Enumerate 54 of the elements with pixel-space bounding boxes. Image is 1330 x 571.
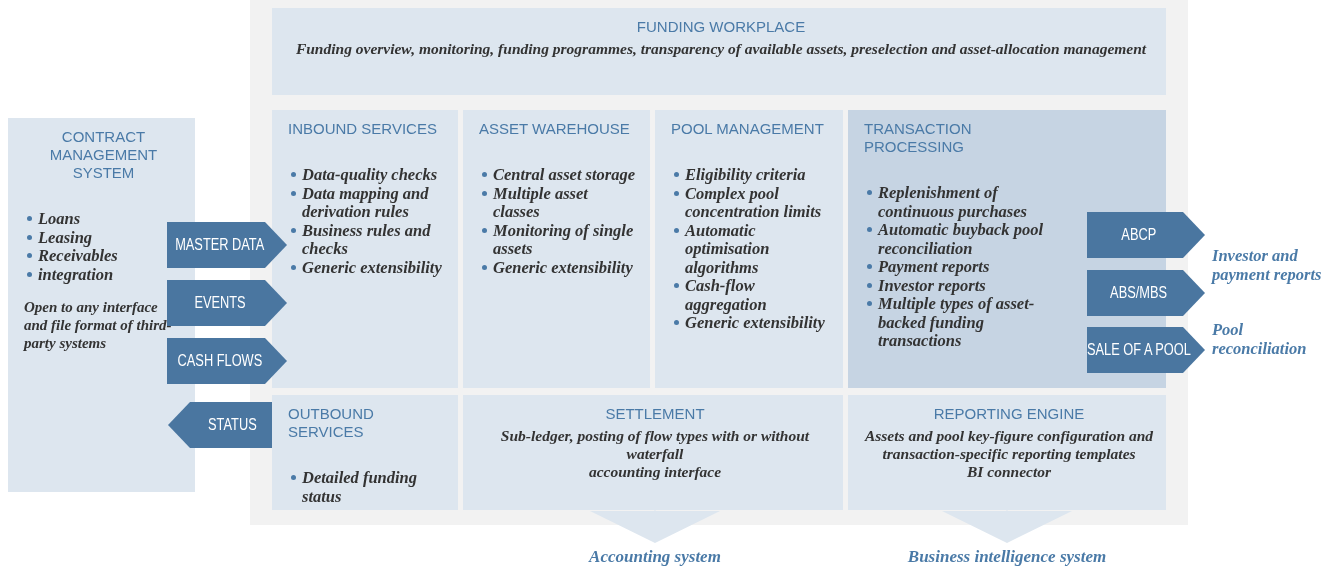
bullet-item: Monitoring of single assets — [479, 221, 638, 259]
module-heading: OUTBOUND SERVICES — [288, 405, 375, 441]
bullet-item: Investor reports — [864, 276, 986, 295]
bullet-item: Multiple types of asset-backed funding transactions — [864, 295, 1066, 351]
arrow-tag-label: STATUS — [207, 416, 257, 434]
arrow-tag-label: EVENTS — [194, 294, 246, 312]
arrow-tag-label: SALE OF A POOL — [1087, 341, 1191, 359]
module-heading: POOL MANAGEMENT — [671, 120, 824, 138]
bullet-item: Detailed funding status — [288, 469, 446, 506]
bullet-item: Central asset storage — [479, 166, 636, 185]
module-box — [463, 110, 650, 388]
note-text: Open to any interface and file format of third-party systems — [24, 298, 173, 352]
module-heading: SETTLEMENT — [605, 405, 705, 423]
bullet-item: integration — [24, 265, 114, 284]
bullet-item: Automatic buyback pool reconciliation — [864, 221, 1066, 258]
output-label: Investor and payment reports — [1212, 246, 1323, 284]
module-heading: FUNDING WORKPLACE — [636, 18, 806, 36]
bullet-item: Loans — [24, 210, 81, 229]
bullet-item: Complex pool concentration limits — [671, 184, 831, 222]
module-box — [272, 395, 458, 510]
bullet-item: Cash-flow aggregation — [671, 277, 831, 314]
bullet-item: Data mapping and derivation rules — [288, 184, 446, 222]
bullet-item: Generic extensibility — [479, 258, 633, 277]
bullet-item: Replenishment of continuous purchases — [864, 184, 1066, 221]
module-box — [655, 110, 843, 388]
bullet-item: Business rules and checks — [288, 221, 446, 259]
bullet-item: Generic extensibility — [671, 314, 825, 333]
bullet-item: Leasing — [24, 228, 93, 247]
description-text: Assets and pool key-figure configuration and transaction-specific reporting templates — [864, 427, 1154, 463]
description-text: accounting interface — [588, 463, 722, 481]
description-text: Funding overview, monitoring, funding programmes, transparency of available assets, preselection and asset-allocation management — [295, 40, 1147, 58]
bullet-item: Automatic optimisation algorithms — [671, 221, 831, 277]
down-arrow — [590, 509, 720, 543]
module-heading: ASSET WAREHOUSE — [479, 120, 630, 138]
arrow-tag-label: ABCP — [1121, 226, 1157, 244]
module-heading: INBOUND SERVICES — [288, 120, 437, 138]
output-label: Pool reconciliation — [1212, 320, 1308, 358]
module-heading: CONTRACT MANAGEMENT SYSTEM — [48, 128, 159, 182]
module-heading: REPORTING ENGINE — [933, 405, 1085, 423]
system-label: Business intelligence system — [877, 546, 1137, 570]
bullet-item: Generic extensibility — [288, 258, 442, 277]
bullet-item: Receivables — [24, 247, 118, 266]
arrow-tag-label: CASH FLOWS — [177, 352, 263, 370]
arrow-tag-label: ABS/MBS — [1110, 284, 1168, 302]
bullet-item: Eligibility criteria — [671, 166, 806, 185]
arrow-tag-label: MASTER DATA — [175, 236, 265, 254]
bullet-item: Data-quality checks — [288, 166, 438, 185]
system-label: Accounting system — [545, 546, 765, 570]
description-text: BI connector — [967, 463, 1051, 481]
module-heading: TRANSACTION PROCESSING — [864, 120, 973, 156]
bullet-item: Payment reports — [864, 258, 990, 277]
down-arrow — [942, 509, 1072, 543]
module-box — [272, 110, 458, 388]
bullet-item: Multiple asset classes — [479, 184, 638, 222]
